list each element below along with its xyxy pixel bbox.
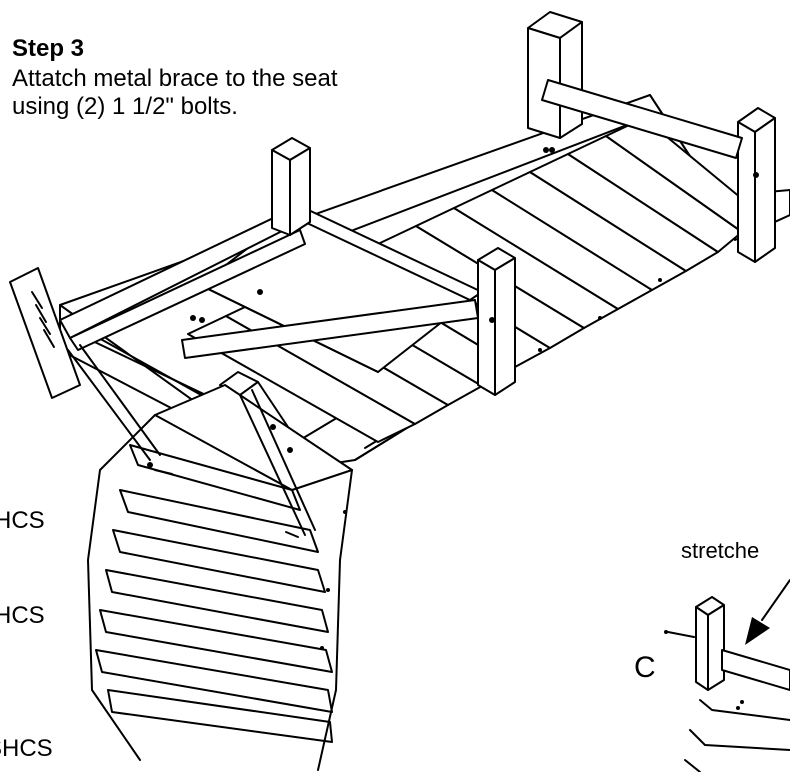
hardware-holes [31,147,759,650]
stretcher-label: stretche [681,538,760,563]
detail-inset [664,579,790,772]
hardware-callout-1: HCS [0,507,45,534]
front-ladder [67,344,353,771]
hardware-callout-2: HCS [0,602,45,629]
back-rest [59,205,483,373]
step-instruction-line-1: Attatch metal brace to the seat [12,65,338,92]
step-instruction-line-2: using (2) 1 1/2" bolts. [12,93,238,120]
bolt-c-label: C [634,651,656,684]
step-title: Step 3 [12,35,85,62]
